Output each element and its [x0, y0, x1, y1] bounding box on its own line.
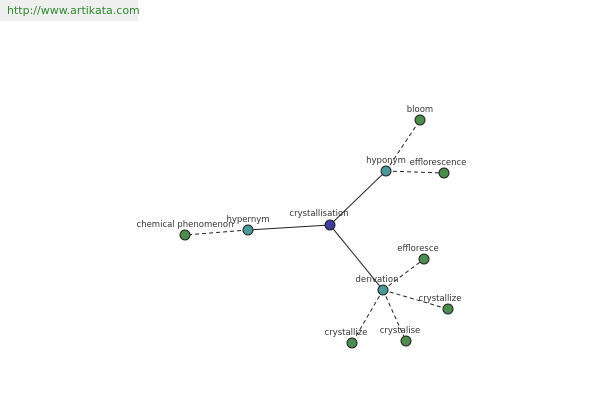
edge-hypernym-chemical-phenomenon	[184, 229, 249, 236]
node-chemical-phenomenon[interactable]	[179, 229, 191, 241]
node-crystalise[interactable]	[400, 335, 412, 347]
site-url-watermark[interactable]: http://www.artikata.com	[0, 0, 140, 21]
label-center: crystallisation	[289, 209, 348, 219]
node-bloom[interactable]	[414, 114, 426, 126]
node-hyponym[interactable]	[380, 165, 392, 177]
label-chemical-phenomenon: chemical phenomenon	[137, 220, 234, 230]
label-bloom: bloom	[407, 105, 433, 115]
edge-hyponym-efflorescence	[385, 170, 445, 174]
label-crystallize-right: crystallize	[419, 294, 462, 304]
node-center[interactable]	[324, 219, 336, 231]
edge-derivation-crystallize-bottom	[351, 289, 384, 344]
node-effloresce[interactable]	[418, 253, 430, 265]
node-crystallize-bottom[interactable]	[346, 337, 358, 349]
edge-derivation-crystalise	[382, 289, 407, 342]
node-efflorescence[interactable]	[438, 167, 450, 179]
label-derivation: derivation	[355, 275, 398, 285]
node-crystallize-right[interactable]	[442, 303, 454, 315]
label-hyponym: hyponym	[366, 156, 406, 166]
edge-hyponym-bloom	[385, 119, 421, 172]
label-crystalise: crystalise	[380, 326, 421, 336]
label-efflorescence: efflorescence	[410, 158, 467, 168]
label-crystallize-bottom: crystallize	[325, 328, 368, 338]
node-derivation[interactable]	[377, 284, 389, 296]
edge-center-hypernym	[247, 224, 331, 231]
node-hypernym[interactable]	[242, 224, 254, 236]
edge-center-hyponym	[329, 170, 387, 226]
edge-derivation-effloresce	[382, 258, 425, 291]
edge-derivation-crystallize-right	[382, 289, 449, 310]
label-hypernym: hypernym	[226, 215, 269, 225]
label-effloresce: effloresce	[397, 244, 439, 254]
edge-center-derivation	[329, 224, 384, 291]
